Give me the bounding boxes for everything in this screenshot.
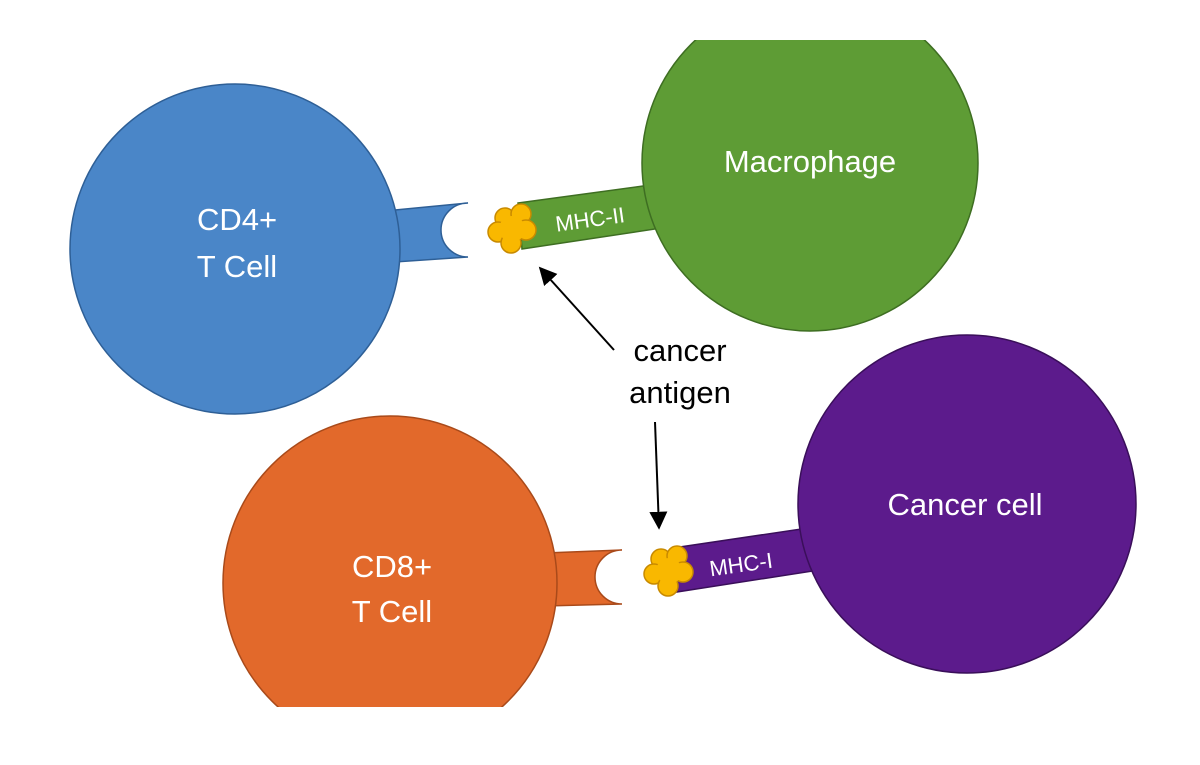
cd8-label-line1: CD8+: [352, 549, 432, 584]
cd8-tcr-receptor: [544, 549, 623, 607]
macrophage-label: Macrophage: [724, 144, 896, 179]
macrophage-cell: [641, 40, 979, 332]
antigen-blob-bottom: [643, 545, 694, 597]
cd4-label-line2: T Cell: [197, 249, 277, 284]
cd4-label-line1: CD4+: [197, 202, 277, 237]
antigen-annotation-line2: antigen: [629, 375, 731, 410]
cancer-cell-label: Cancer cell: [887, 487, 1042, 522]
cd4-t-cell: [69, 83, 401, 415]
cd8-label-line2: T Cell: [352, 594, 432, 629]
arrow-to-top-antigen: [538, 266, 615, 351]
antigen-blob-top: [487, 203, 537, 254]
cd4-tcr-receptor: [394, 202, 469, 263]
antigen-annotation-line1: cancer: [633, 333, 726, 368]
arrow-to-bottom-antigen: [649, 421, 668, 530]
cd8-t-cell: [222, 415, 558, 707]
cancer-cell: [797, 334, 1137, 674]
